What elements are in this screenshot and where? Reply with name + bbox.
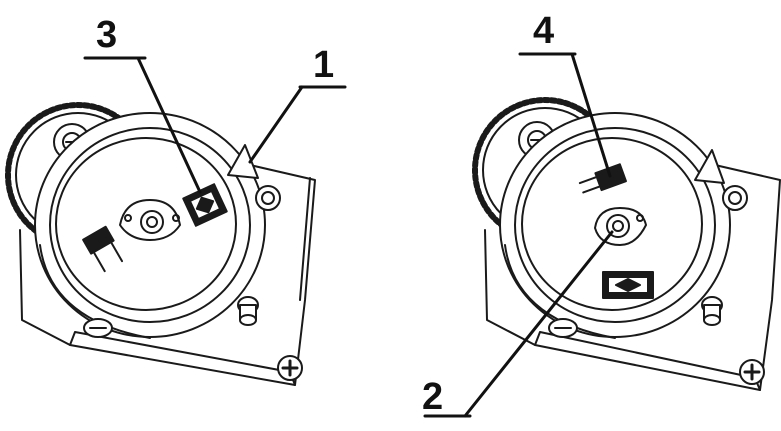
right-assembly xyxy=(472,97,781,391)
left-bottom-screw xyxy=(277,355,303,381)
left-side-screw xyxy=(255,185,281,211)
right-pointer-triangle xyxy=(694,149,725,184)
left-assembly xyxy=(5,102,316,386)
leader-lines xyxy=(83,52,614,418)
right-marker-lozenge xyxy=(602,271,654,299)
left-marker-pin xyxy=(82,225,124,273)
left-post xyxy=(237,296,259,326)
callout-3: 3 xyxy=(96,14,118,56)
right-post xyxy=(701,296,723,326)
left-center-screw xyxy=(119,199,181,241)
callout-4: 4 xyxy=(533,10,555,52)
right-side-screw xyxy=(722,185,748,211)
left-marker-lozenge xyxy=(182,183,228,227)
callout-1: 1 xyxy=(313,44,335,86)
callout-2: 2 xyxy=(422,376,444,418)
right-bottom-screw xyxy=(739,359,765,385)
left-lower-screw xyxy=(83,318,113,338)
right-lower-screw xyxy=(548,318,578,338)
